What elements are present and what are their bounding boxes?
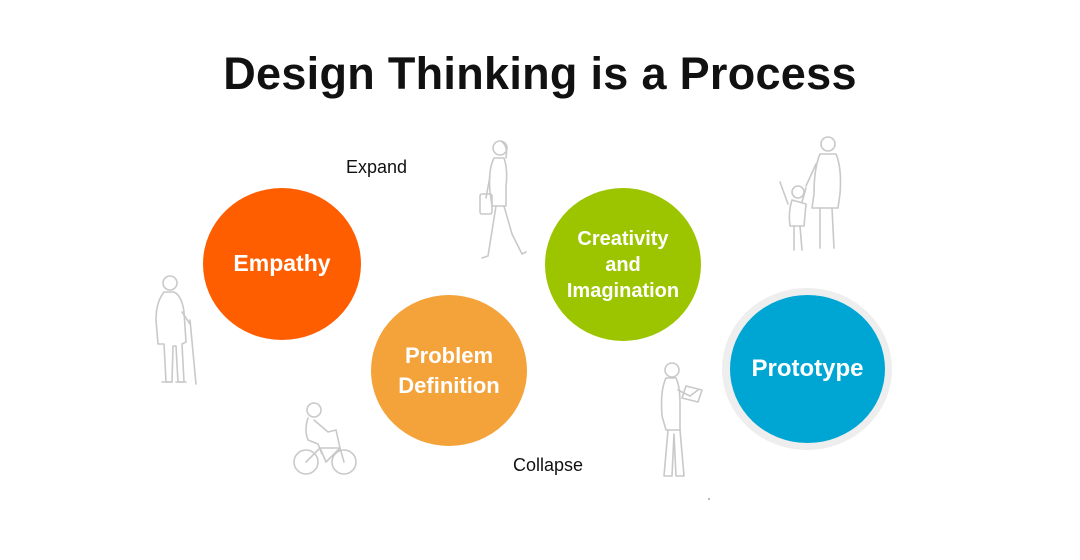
creativity-label-line2: and (605, 253, 641, 276)
problem-definition-label-line2: Definition (398, 372, 500, 398)
empathy-label: Empathy (233, 250, 331, 277)
problem-definition-label-line1: Problem (404, 342, 494, 368)
problem-definition-circle: Problem Definition (371, 295, 527, 446)
prototype-circle: Prototype (730, 295, 885, 443)
elderly-man-with-cane-icon (146, 272, 206, 387)
page-title: Design Thinking is a Process (223, 48, 857, 99)
creativity-imagination-circle: Creativity and Imagination (545, 188, 701, 341)
expand-label: Expand (346, 157, 408, 177)
child-on-bicycle-icon (290, 400, 360, 476)
collapse-label: Collapse (513, 455, 584, 475)
walking-woman-with-bag-icon (476, 136, 532, 264)
person-reading-book-icon (652, 360, 706, 480)
mother-and-child-icon (776, 134, 848, 254)
creativity-label-line3: Imagination (566, 279, 680, 302)
empathy-circle: Empathy (203, 188, 361, 340)
stray-dot (708, 498, 710, 500)
creativity-label-line1: Creativity (577, 227, 669, 250)
prototype-label: Prototype (751, 354, 864, 382)
